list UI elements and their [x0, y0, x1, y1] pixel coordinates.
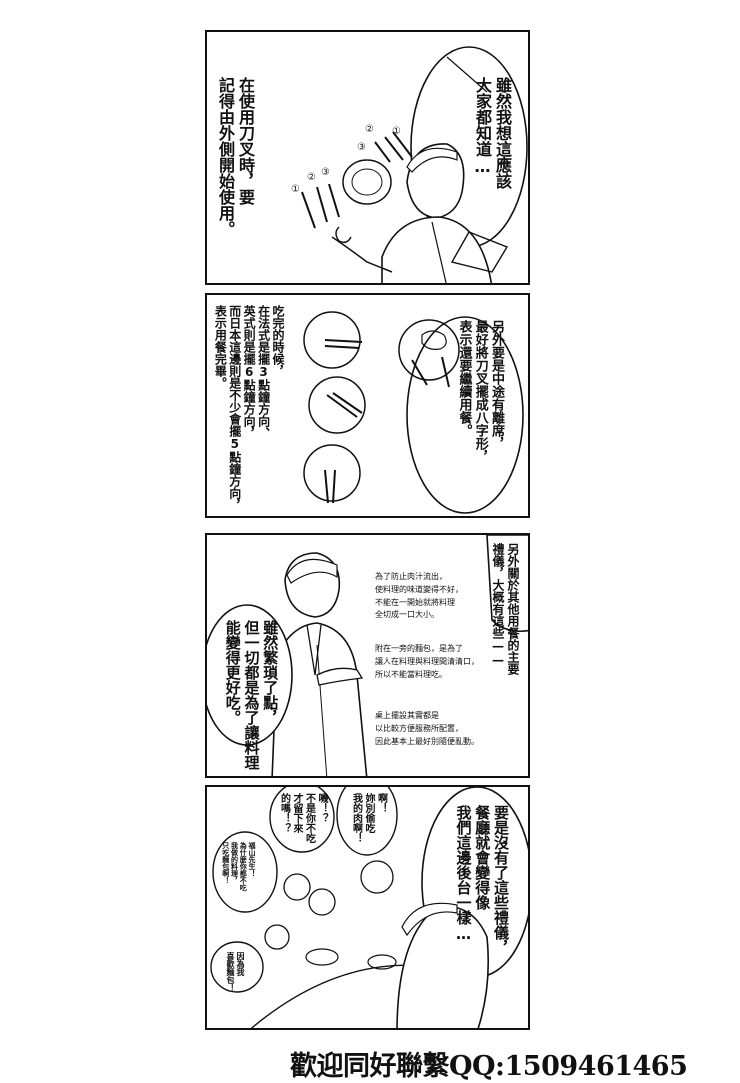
panel-3: 另外關於其他用餐的主要 禮儀，大概有這些—— 為了防止肉汁流出， 使料理的味道變… [205, 533, 530, 778]
panel-1-left-text: 在使用刀叉時，要 記得由外側開始使用。 [216, 77, 255, 237]
panel-1: ① ② ③ ① ② ③ 雖然我想這應該 大家都知道… 在使用刀叉時，要 記得由外… [205, 30, 530, 285]
contact-footer: 歡迎同好聯繫QQ:1509461465 [290, 1051, 688, 1082]
panel-4-bubble-c: 福山先生！ 為什麼你都不吃 我做的料理， 只吃麵包啊！ [221, 842, 256, 891]
panel-3-left-text: 雖然繁瑣了點， 但一切都是為了讓料理 能變得更好吃。 [223, 620, 280, 770]
panel-1-right-text: 雖然我想這應該 大家都知道… [473, 77, 512, 189]
cutlery-number-5: ② [307, 172, 316, 183]
panel-4-right-text: 要是沒有了這些禮儀， 餐廳就會變得像 我們這邊後台一樣… [454, 805, 511, 955]
panel-4-bubble-d: 因為我 喜歡麵包！ [226, 952, 245, 992]
panel-4-bubble-a: 啊！ 妳別偷吃 我的肉啊！ [350, 793, 387, 843]
panel-2-right-text: 另外要是中途有離席， 最好將刀叉擺成八字形， 表示還要繼續用餐。 [456, 320, 505, 463]
cutlery-number-1: ① [392, 126, 401, 137]
panel-4-bubble-b: 嘰！？ 不是你不吃 才留下來 的嗎！？ [278, 793, 328, 843]
panel-4-art [210, 787, 528, 1028]
panel-2: 另外要是中途有離席， 最好將刀叉擺成八字形， 表示還要繼續用餐。 吃完的時候， … [205, 293, 530, 518]
cutlery-number-2: ② [365, 124, 374, 135]
rule-note-1: 為了防止肉汁流出， 使料理的味道變得不好， 不能在一開始就將料理 全切成一口大小… [375, 572, 463, 620]
cutlery-number-6: ③ [321, 167, 330, 178]
cutlery-number-4: ① [291, 184, 300, 195]
panel-3-right-text: 另外關於其他用餐的主要 禮儀，大概有這些—— [491, 543, 520, 675]
cutlery-number-3: ③ [357, 142, 366, 153]
rule-note-2: 附在一旁的麵包，是為了 讓人在料理與料理間清清口， 所以不能當料理吃。 [375, 644, 479, 679]
rule-note-3: 桌上擺設其實都是 以比較方便服務所配置， 因此基本上最好別隨便亂動。 [375, 711, 479, 746]
panel-2-art [303, 311, 524, 514]
panel-4: 要是沒有了這些禮儀， 餐廳就會變得像 我們這邊後台一樣… 啊！ 妳別偷吃 我的肉… [205, 785, 530, 1030]
panel-1-art [301, 46, 528, 283]
panel-2-left-text: 吃完的時候， 在法式是擺3點鐘方向、 英式則是擺6點鐘方向， 而日本這邊則是不少… [213, 305, 285, 511]
panel-3-art [207, 535, 528, 776]
